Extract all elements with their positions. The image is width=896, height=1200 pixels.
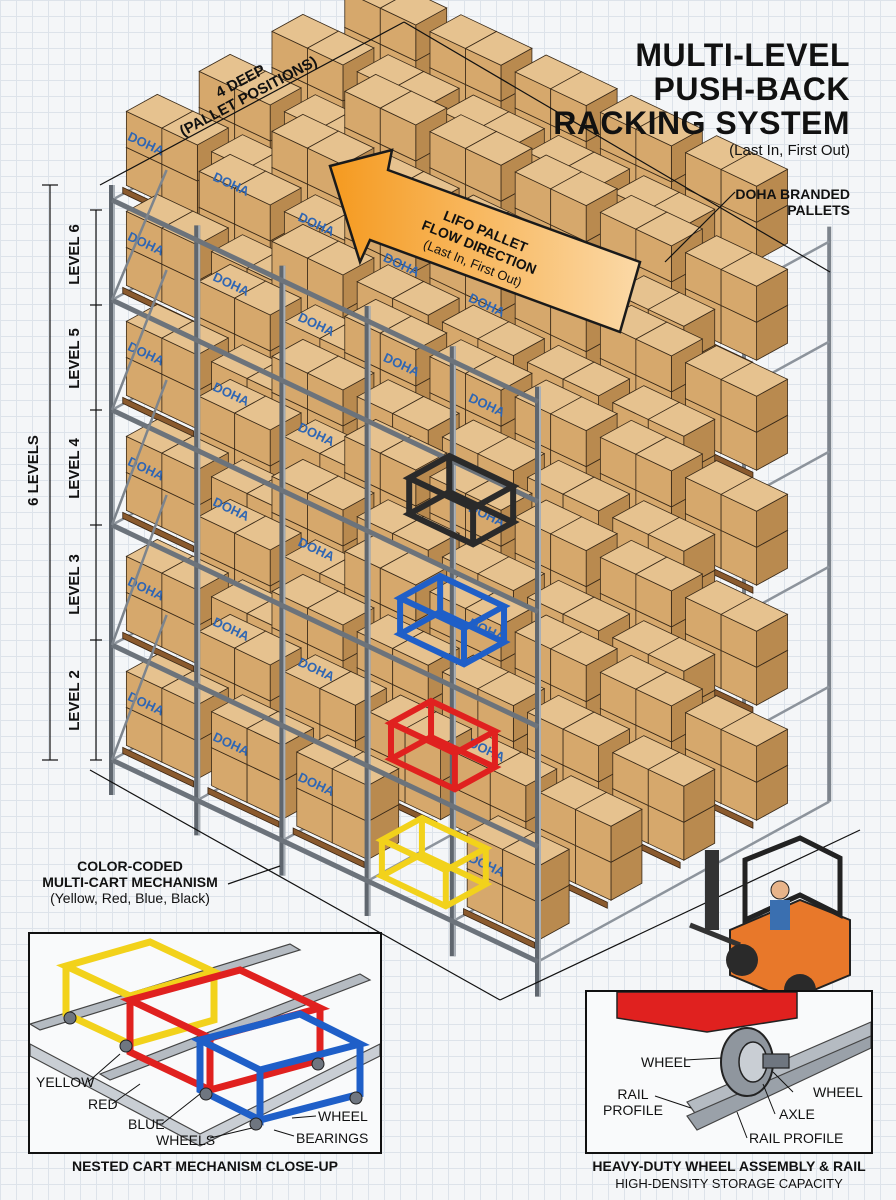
inset-wheels-label: WHEELS bbox=[156, 1132, 216, 1148]
axle-label: AXLE bbox=[779, 1106, 815, 1122]
cart-mechanism-label: COLOR-CODED MULTI-CART MECHANISM (Yellow… bbox=[30, 858, 230, 906]
wheel-assembly-drawing bbox=[616, 992, 871, 1139]
level-3-label: LEVEL 3 bbox=[65, 554, 83, 615]
rail-left-label: RAIL PROFILE bbox=[603, 1086, 663, 1118]
level-5-label: LEVEL 5 bbox=[65, 328, 83, 389]
inset-yellow-label: YELLOW bbox=[36, 1074, 95, 1090]
wheel-right-label: WHEEL bbox=[813, 1084, 863, 1100]
level-2-label: LEVEL 2 bbox=[65, 670, 83, 731]
wheel-assembly-caption: HEAVY-DUTY WHEEL ASSEMBLY & RAIL bbox=[592, 1158, 866, 1174]
rail-profile-label: RAIL PROFILE bbox=[749, 1130, 844, 1146]
inset-blue-label: BLUE bbox=[128, 1116, 165, 1132]
title-line-2: PUSH-BACK bbox=[653, 71, 850, 107]
cart-label-line-3: (Yellow, Red, Blue, Black) bbox=[50, 890, 210, 906]
wheel-assembly-subcaption: HIGH-DENSITY STORAGE CAPACITY bbox=[615, 1176, 843, 1191]
cart-label-line-2: MULTI-CART MECHANISM bbox=[42, 874, 218, 890]
rack-carts bbox=[375, 452, 520, 910]
forklift-icon bbox=[689, 835, 851, 1006]
levels-total-label: 6 LEVELS bbox=[24, 435, 42, 506]
diagram-title: MULTI-LEVEL PUSH-BACK RACKING SYSTEM (La… bbox=[553, 38, 850, 159]
branded-pallets-line-2: PALLETS bbox=[787, 202, 850, 218]
inset-wheel-label: WHEEL bbox=[318, 1108, 368, 1124]
branded-pallets-label: DOHA BRANDED PALLETS bbox=[735, 186, 850, 218]
branded-pallets-line-1: DOHA BRANDED bbox=[735, 186, 850, 202]
rail-left-line-1: RAIL bbox=[617, 1086, 649, 1102]
level-6-label: LEVEL 6 bbox=[65, 224, 83, 285]
cart-label-line-1: COLOR-CODED bbox=[77, 858, 183, 874]
title-line-1: MULTI-LEVEL bbox=[635, 37, 850, 73]
title-subtitle: (Last In, First Out) bbox=[729, 142, 850, 159]
lifo-flow-arrow bbox=[328, 148, 642, 334]
inset-bearings-label: BEARINGS bbox=[296, 1130, 369, 1146]
rack-front-frame bbox=[109, 169, 541, 997]
nested-cart-caption: NESTED CART MECHANISM CLOSE-UP bbox=[71, 1158, 338, 1174]
inset-red-label: RED bbox=[88, 1096, 118, 1112]
wheel-assembly-inset: WHEEL RAIL PROFILE WHEEL AXLE RAIL PROFI… bbox=[585, 990, 873, 1154]
level-4-label: LEVEL 4 bbox=[65, 438, 83, 499]
rail-left-line-2: PROFILE bbox=[603, 1102, 663, 1118]
nested-cart-inset: YELLOW RED BLUE WHEELS WHEEL BEARINGS bbox=[28, 932, 382, 1154]
title-line-3: RACKING SYSTEM bbox=[553, 105, 850, 141]
nested-cart-drawing bbox=[30, 938, 380, 1147]
arrow-icon bbox=[328, 148, 642, 334]
dimension-lines bbox=[42, 21, 861, 1001]
wheel-left-label: WHEEL bbox=[641, 1054, 691, 1070]
